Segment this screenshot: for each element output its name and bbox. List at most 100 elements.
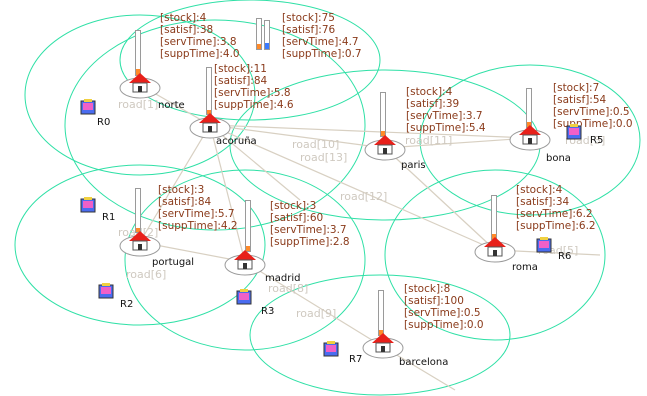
stock-fill — [492, 234, 496, 239]
halo-norte — [24, 14, 256, 176]
stat-satisf: [satisf]:54 — [553, 94, 607, 106]
stock-bar-barcelona — [378, 290, 384, 336]
stock-bar-madrid — [245, 200, 251, 252]
city-name-paris: paris — [401, 160, 426, 171]
road-line-g — [384, 137, 531, 149]
stat-supptime: [suppTime]:0.0 — [553, 118, 633, 130]
house-icon[interactable] — [128, 72, 152, 94]
robot-icon[interactable] — [98, 282, 116, 300]
robot-label: R3 — [261, 306, 275, 317]
stat-stock: [stock]:11 — [214, 63, 267, 75]
stock-bar-roma — [491, 195, 497, 240]
city-name-portugal: portugal — [152, 257, 195, 268]
road-line-i — [139, 124, 211, 243]
robot-icon[interactable] — [323, 340, 341, 358]
stock-bar-portugal — [135, 188, 141, 233]
city-stats-acoruna: [stock]:11 [satisf]:84 [servTime]:5.8 [s… — [214, 63, 294, 111]
house-icon[interactable] — [371, 332, 395, 354]
city-stats-roma: [stock]:4 [satisf]:34 [servTime]:6.2 [su… — [516, 184, 596, 232]
stat-satisf: [satisf]:34 — [516, 196, 570, 208]
stat-satisf: [satisf]:84 — [158, 196, 212, 208]
stock-fill — [265, 43, 269, 49]
city-name-acoruna: acoruña — [216, 136, 257, 147]
house-icon[interactable] — [518, 124, 542, 146]
stat-stock: [stock]:4 — [516, 184, 563, 196]
stock-bar-norte — [135, 30, 141, 76]
city-name-bona: bona — [546, 153, 571, 164]
stat-supptime: [suppTime]:4.0 — [160, 48, 240, 60]
stat-supptime: [suppTime]:0.0 — [404, 319, 484, 331]
robot-icon[interactable] — [80, 98, 98, 116]
stock-bar-bona — [526, 88, 532, 128]
house-icon[interactable] — [483, 236, 507, 258]
stat-supptime: [suppTime]:0.7 — [282, 48, 362, 60]
stat-servtime: [servTime]:4.7 — [282, 36, 359, 48]
city-name-norte: norte — [158, 100, 185, 111]
stat-stock: [stock]:75 — [282, 12, 335, 24]
robot-icon[interactable] — [566, 123, 584, 141]
stock-bar-top-b — [264, 20, 270, 50]
stat-stock: [stock]:4 — [160, 12, 207, 24]
robot-label: R5 — [590, 135, 604, 146]
stock-bar-paris — [380, 92, 386, 137]
halo-roma — [384, 169, 606, 341]
road-label: road[12] — [340, 190, 388, 203]
stock-fill — [207, 110, 211, 114]
halo-portugal — [14, 164, 266, 326]
stock-fill — [136, 228, 140, 232]
road-line-d — [209, 124, 496, 251]
city-stats-bona: [stock]:7 [satisf]:54 [servTime]:0.5 [su… — [553, 82, 633, 130]
stock-fill — [246, 246, 250, 251]
stat-supptime: [suppTime]:4.6 — [214, 99, 294, 111]
house-icon[interactable] — [233, 249, 257, 271]
stat-satisf: [satisf]:100 — [404, 295, 464, 307]
road-line-h — [384, 147, 496, 251]
stat-servtime: [servTime]:3.7 — [406, 110, 483, 122]
city-stats-norte: [stock]:4 [satisf]:38 [servTime]:3.8 [su… — [160, 12, 240, 60]
stock-fill — [136, 69, 140, 75]
halo-top — [119, 0, 381, 121]
stat-supptime: [suppTime]:2.8 — [270, 236, 350, 248]
stat-servtime: [servTime]:5.8 — [214, 87, 291, 99]
road-label: road[6] — [126, 268, 167, 281]
stat-servtime: [servTime]:0.5 — [553, 106, 630, 118]
stat-stock: [stock]:3 — [158, 184, 205, 196]
road-label: road[9] — [296, 307, 337, 320]
road-line-m — [209, 124, 301, 201]
house-icon[interactable] — [198, 112, 222, 134]
stat-servtime: [servTime]:3.8 — [160, 36, 237, 48]
house-icon[interactable] — [373, 134, 397, 156]
stock-bar-top-a — [256, 18, 262, 50]
stat-stock: [stock]:4 — [406, 86, 453, 98]
stat-satisf: [satisf]:39 — [406, 98, 460, 110]
city-stats-paris: [stock]:4 [satisf]:39 [servTime]:3.7 [su… — [406, 86, 486, 134]
halo-acoruna — [64, 19, 366, 231]
city-stats-barcelona: [stock]:8 [satisf]:100 [servTime]:0.5 [s… — [404, 283, 484, 331]
halo-bona — [419, 64, 641, 216]
stat-satisf: [satisf]:76 — [282, 24, 336, 36]
halo-madrid — [124, 169, 366, 351]
city-name-roma: roma — [512, 262, 538, 273]
road-line-f — [244, 261, 381, 346]
stat-stock: [stock]:7 — [553, 82, 600, 94]
robot-icon[interactable] — [536, 236, 554, 254]
road-label: road[10] — [292, 138, 340, 151]
stat-servtime: [servTime]:3.7 — [270, 224, 347, 236]
robot-label: R7 — [349, 354, 363, 365]
robot-icon[interactable] — [80, 196, 98, 214]
city-stats-madrid: [stock]:3 [satisf]:60 [servTime]:3.7 [su… — [270, 200, 350, 248]
coverage-halos — [14, 0, 641, 396]
road-line-j — [209, 124, 246, 263]
city-stats-top: [stock]:75 [satisf]:76 [servTime]:4.7 [s… — [282, 12, 362, 60]
city-name-barcelona: barcelona — [399, 357, 449, 368]
robot-label: R0 — [97, 117, 111, 128]
robot-icon[interactable] — [236, 288, 254, 306]
robot-label: R2 — [120, 299, 134, 310]
halo-barcelona — [249, 274, 511, 396]
house-icon[interactable] — [128, 230, 152, 252]
stat-satisf: [satisf]:38 — [160, 24, 214, 36]
road-label: road[11] — [405, 134, 453, 147]
road-label: road[1] — [118, 98, 159, 111]
stat-servtime: [servTime]:5.7 — [158, 208, 235, 220]
